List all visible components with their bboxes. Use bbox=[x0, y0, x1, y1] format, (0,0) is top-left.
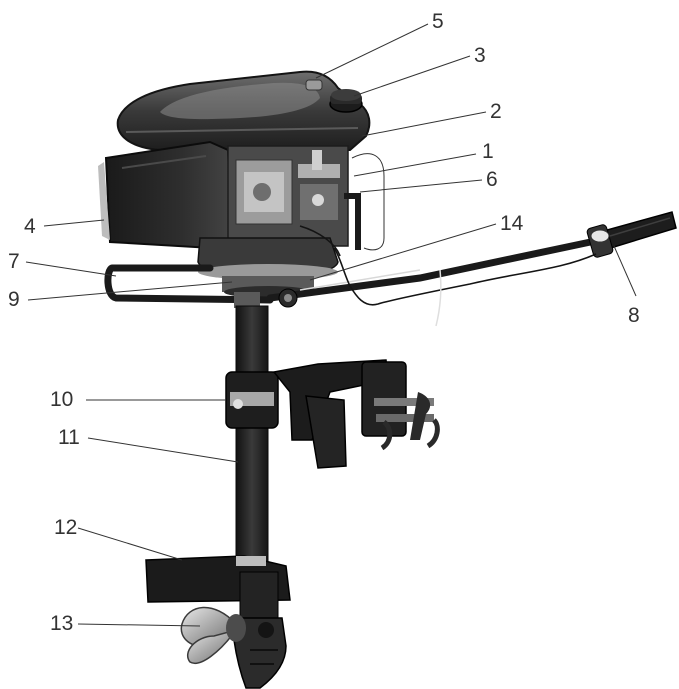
gearcase bbox=[233, 571, 287, 689]
transom-clamp-bracket bbox=[225, 359, 440, 469]
tiller-handle bbox=[104, 236, 604, 308]
callout-4: 4 bbox=[24, 215, 36, 238]
callout-5: 5 bbox=[432, 10, 444, 33]
callout-14: 14 bbox=[500, 212, 524, 235]
callout-7: 7 bbox=[8, 250, 20, 273]
throttle-cable bbox=[299, 225, 597, 327]
carrying-handle bbox=[344, 153, 385, 251]
callout-11: 11 bbox=[58, 426, 80, 449]
leader-line-2 bbox=[361, 111, 487, 137]
callout-2: 2 bbox=[490, 100, 502, 123]
oil-dipstick bbox=[305, 79, 323, 91]
leader-line-6 bbox=[359, 179, 483, 193]
engine-top-cover bbox=[116, 70, 371, 151]
callout-6: 6 bbox=[486, 168, 498, 191]
leader-line-12 bbox=[77, 527, 183, 561]
callout-labels: 5 3 2 1 6 4 14 7 9 8 10 11 12 13 bbox=[8, 10, 640, 635]
leader-line-9 bbox=[27, 281, 233, 301]
leader-lines bbox=[25, 23, 637, 627]
callout-9: 9 bbox=[8, 288, 20, 311]
callout-12: 12 bbox=[54, 516, 77, 539]
callout-3: 3 bbox=[474, 44, 486, 67]
leader-line-3 bbox=[353, 55, 471, 97]
leader-line-1 bbox=[353, 153, 477, 177]
leader-line-8 bbox=[613, 245, 637, 297]
callout-8: 8 bbox=[628, 304, 640, 327]
callout-10: 10 bbox=[50, 388, 73, 411]
leader-line-11 bbox=[87, 437, 239, 463]
air-filter-housing bbox=[98, 140, 234, 250]
propeller bbox=[180, 606, 246, 664]
leader-line-14 bbox=[309, 223, 497, 281]
leader-line-4 bbox=[43, 219, 105, 227]
leader-line-7 bbox=[25, 261, 117, 277]
leader-line-13 bbox=[77, 623, 201, 627]
throttle-grip bbox=[586, 211, 677, 258]
drive-shaft bbox=[234, 292, 269, 577]
callout-1: 1 bbox=[482, 140, 494, 163]
leader-line-5 bbox=[315, 23, 429, 79]
callout-13: 13 bbox=[50, 612, 73, 635]
engine-block bbox=[227, 145, 349, 247]
fuel-cap bbox=[329, 89, 363, 113]
